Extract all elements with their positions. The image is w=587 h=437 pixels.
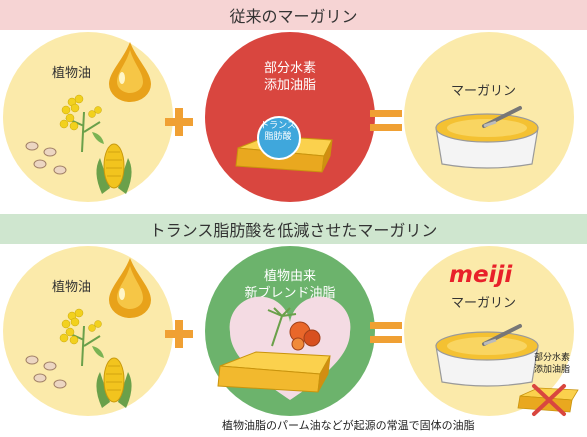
vegetable-oil-circle-2 — [3, 246, 173, 416]
oil-drop-icon — [109, 42, 151, 102]
palm-fruit-icon — [267, 307, 321, 351]
label-line-2: 添加油脂 — [534, 365, 571, 375]
fat-block-icon — [217, 351, 331, 393]
label-line-1: 部分水素 — [534, 353, 571, 363]
soybeans-icon — [25, 141, 67, 175]
band-title: 従来のマーガリン — [229, 7, 358, 26]
vegetable-oil-circle — [3, 32, 173, 202]
meiji-margarine-circle — [404, 246, 574, 416]
margarine-label: マーガリン — [451, 84, 517, 99]
crossed-hydrogenated-label: 部分水素 添加油脂 — [534, 352, 570, 376]
meiji-logo: meiji — [449, 262, 513, 288]
corn-icon — [96, 143, 132, 194]
trans-fat-badge-text: トランス 脂肪酸 — [252, 121, 304, 143]
crossed-fat-block-icon — [517, 384, 579, 416]
badge-line-2: 脂肪酸 — [264, 132, 292, 142]
hydrogenated-oil-label: 部分水素 添加油脂 — [250, 60, 330, 94]
conventional-margarine-header: 従来のマーガリン — [0, 0, 587, 30]
label-line-2: 添加油脂 — [263, 78, 316, 93]
band-title: トランス脂肪酸を低減させたマーガリン — [149, 221, 438, 240]
margarine-tub-icon — [435, 106, 539, 169]
trans-fat-badge — [257, 116, 301, 160]
plant-blend-label: 植物由来 新ブレンド油脂 — [234, 268, 346, 302]
margarine-tub-icon — [435, 324, 539, 387]
soybeans-icon — [25, 355, 67, 389]
equals-operator-2 — [370, 322, 402, 343]
equals-operator-1 — [370, 110, 402, 131]
rapeseed-flower-icon — [59, 94, 104, 153]
palm-oil-caption: 植物油脂のパーム油などが起源の常温で固体の油脂 — [222, 419, 475, 432]
badge-line-1: トランス — [260, 121, 296, 131]
plus-operator-2 — [165, 320, 193, 348]
reduced-trans-fat-header: トランス脂肪酸を低減させたマーガリン — [0, 214, 587, 244]
hydrogenated-oil-circle — [205, 32, 375, 202]
label-line-1: 植物由来 — [263, 269, 316, 284]
label-line-1: 部分水素 — [263, 61, 316, 76]
rapeseed-flower-icon — [59, 308, 104, 367]
vegetable-oil-label-2: 植物油 — [52, 280, 92, 295]
margarine-label-2: マーガリン — [451, 296, 517, 311]
oil-drop-icon — [109, 258, 151, 318]
label-line-2: 新ブレンド油脂 — [244, 286, 336, 301]
plus-operator-1 — [165, 108, 193, 136]
corn-icon — [96, 357, 132, 408]
vegetable-oil-label: 植物油 — [52, 66, 92, 81]
